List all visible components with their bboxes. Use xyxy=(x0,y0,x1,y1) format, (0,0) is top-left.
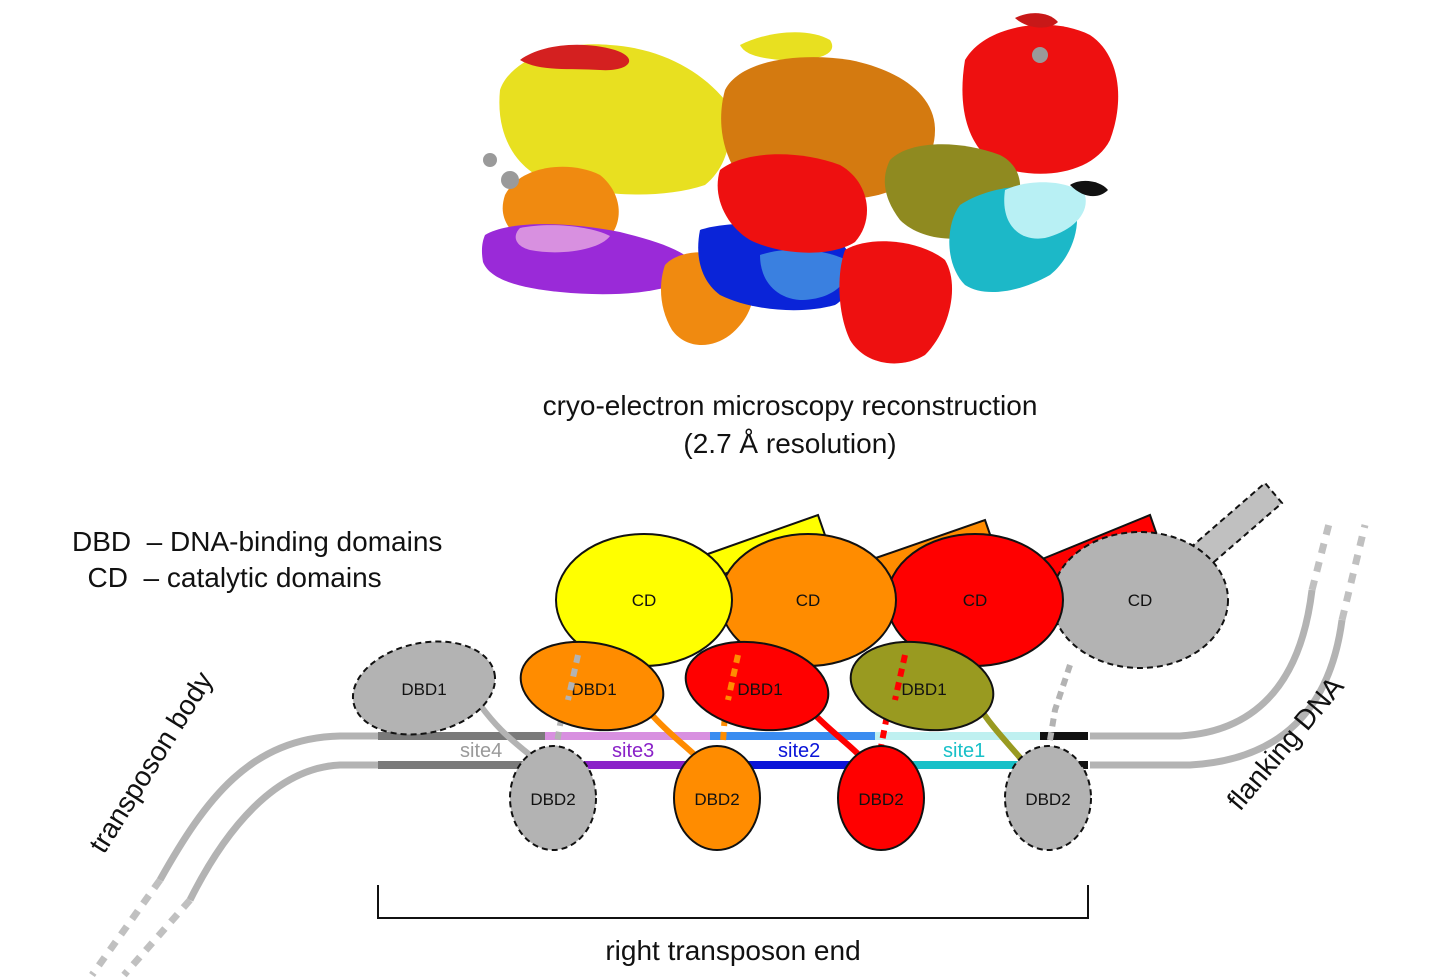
legend-cd: CD – catalytic domains xyxy=(72,562,382,593)
map-lightblue-center xyxy=(760,249,850,300)
dbd1-label: DBD1 xyxy=(901,680,946,699)
site3-label: site3 xyxy=(612,740,654,762)
dbd2-label: DBD2 xyxy=(530,790,575,809)
cd-label: CD xyxy=(632,591,657,610)
site4-label: site4 xyxy=(460,740,502,762)
cd-label: CD xyxy=(963,591,988,610)
legend-dbd: DBD – DNA-binding domains xyxy=(72,526,443,557)
dbd2-red: DBD2 xyxy=(837,745,925,851)
dbd1-red: DBD1 xyxy=(684,640,830,732)
site2-label: site2 xyxy=(778,740,820,762)
caption-line-1: cryo-electron microscopy reconstruction xyxy=(542,390,1038,421)
map-gray-specks xyxy=(483,47,1048,189)
map-red-top-left xyxy=(520,44,630,71)
dbd1-olive: DBD1 xyxy=(849,640,995,732)
linker-overlays xyxy=(565,654,908,701)
right-end-bracket xyxy=(377,885,1089,919)
map-yellow-region xyxy=(499,32,833,195)
site1-label: site1 xyxy=(943,740,985,762)
map-red-center xyxy=(717,154,867,253)
dbd2-gray-right: DBD2 xyxy=(1004,745,1092,851)
map-black-tip xyxy=(1070,180,1108,197)
map-red-lower xyxy=(839,241,953,364)
dbd2-label: DBD2 xyxy=(694,790,739,809)
map-palecyan-right xyxy=(1004,182,1086,239)
dbd2-orange: DBD2 xyxy=(673,745,761,851)
cd-label: CD xyxy=(796,591,821,610)
map-red-right xyxy=(962,13,1119,174)
dbd1-label: DBD1 xyxy=(737,680,782,699)
flanking-dna-label: flanking DNA xyxy=(1221,671,1350,816)
cd-gray: CD xyxy=(1051,531,1229,669)
map-pink-left xyxy=(515,225,610,253)
dbd1-label: DBD1 xyxy=(401,680,446,699)
dbd1-label: DBD1 xyxy=(571,680,616,699)
caption-line-2: (2.7 Å resolution) xyxy=(683,428,897,459)
cd-label: CD xyxy=(1128,591,1153,610)
right-end-label: right transposon end xyxy=(605,935,860,966)
transposon-body-dna xyxy=(89,732,380,978)
flanking-dna xyxy=(1090,519,1369,769)
cryo-em-map xyxy=(481,13,1119,364)
dbd2-label: DBD2 xyxy=(1025,790,1070,809)
dbd2-label: DBD2 xyxy=(858,790,903,809)
dbd2-gray-left: DBD2 xyxy=(509,745,597,851)
site-labels: site4 site3 site2 site1 xyxy=(460,740,985,762)
dbd1-gray: DBD1 xyxy=(351,640,497,736)
transposon-body-label: transposon body xyxy=(83,666,219,858)
dbd1-orange: DBD1 xyxy=(519,640,665,732)
